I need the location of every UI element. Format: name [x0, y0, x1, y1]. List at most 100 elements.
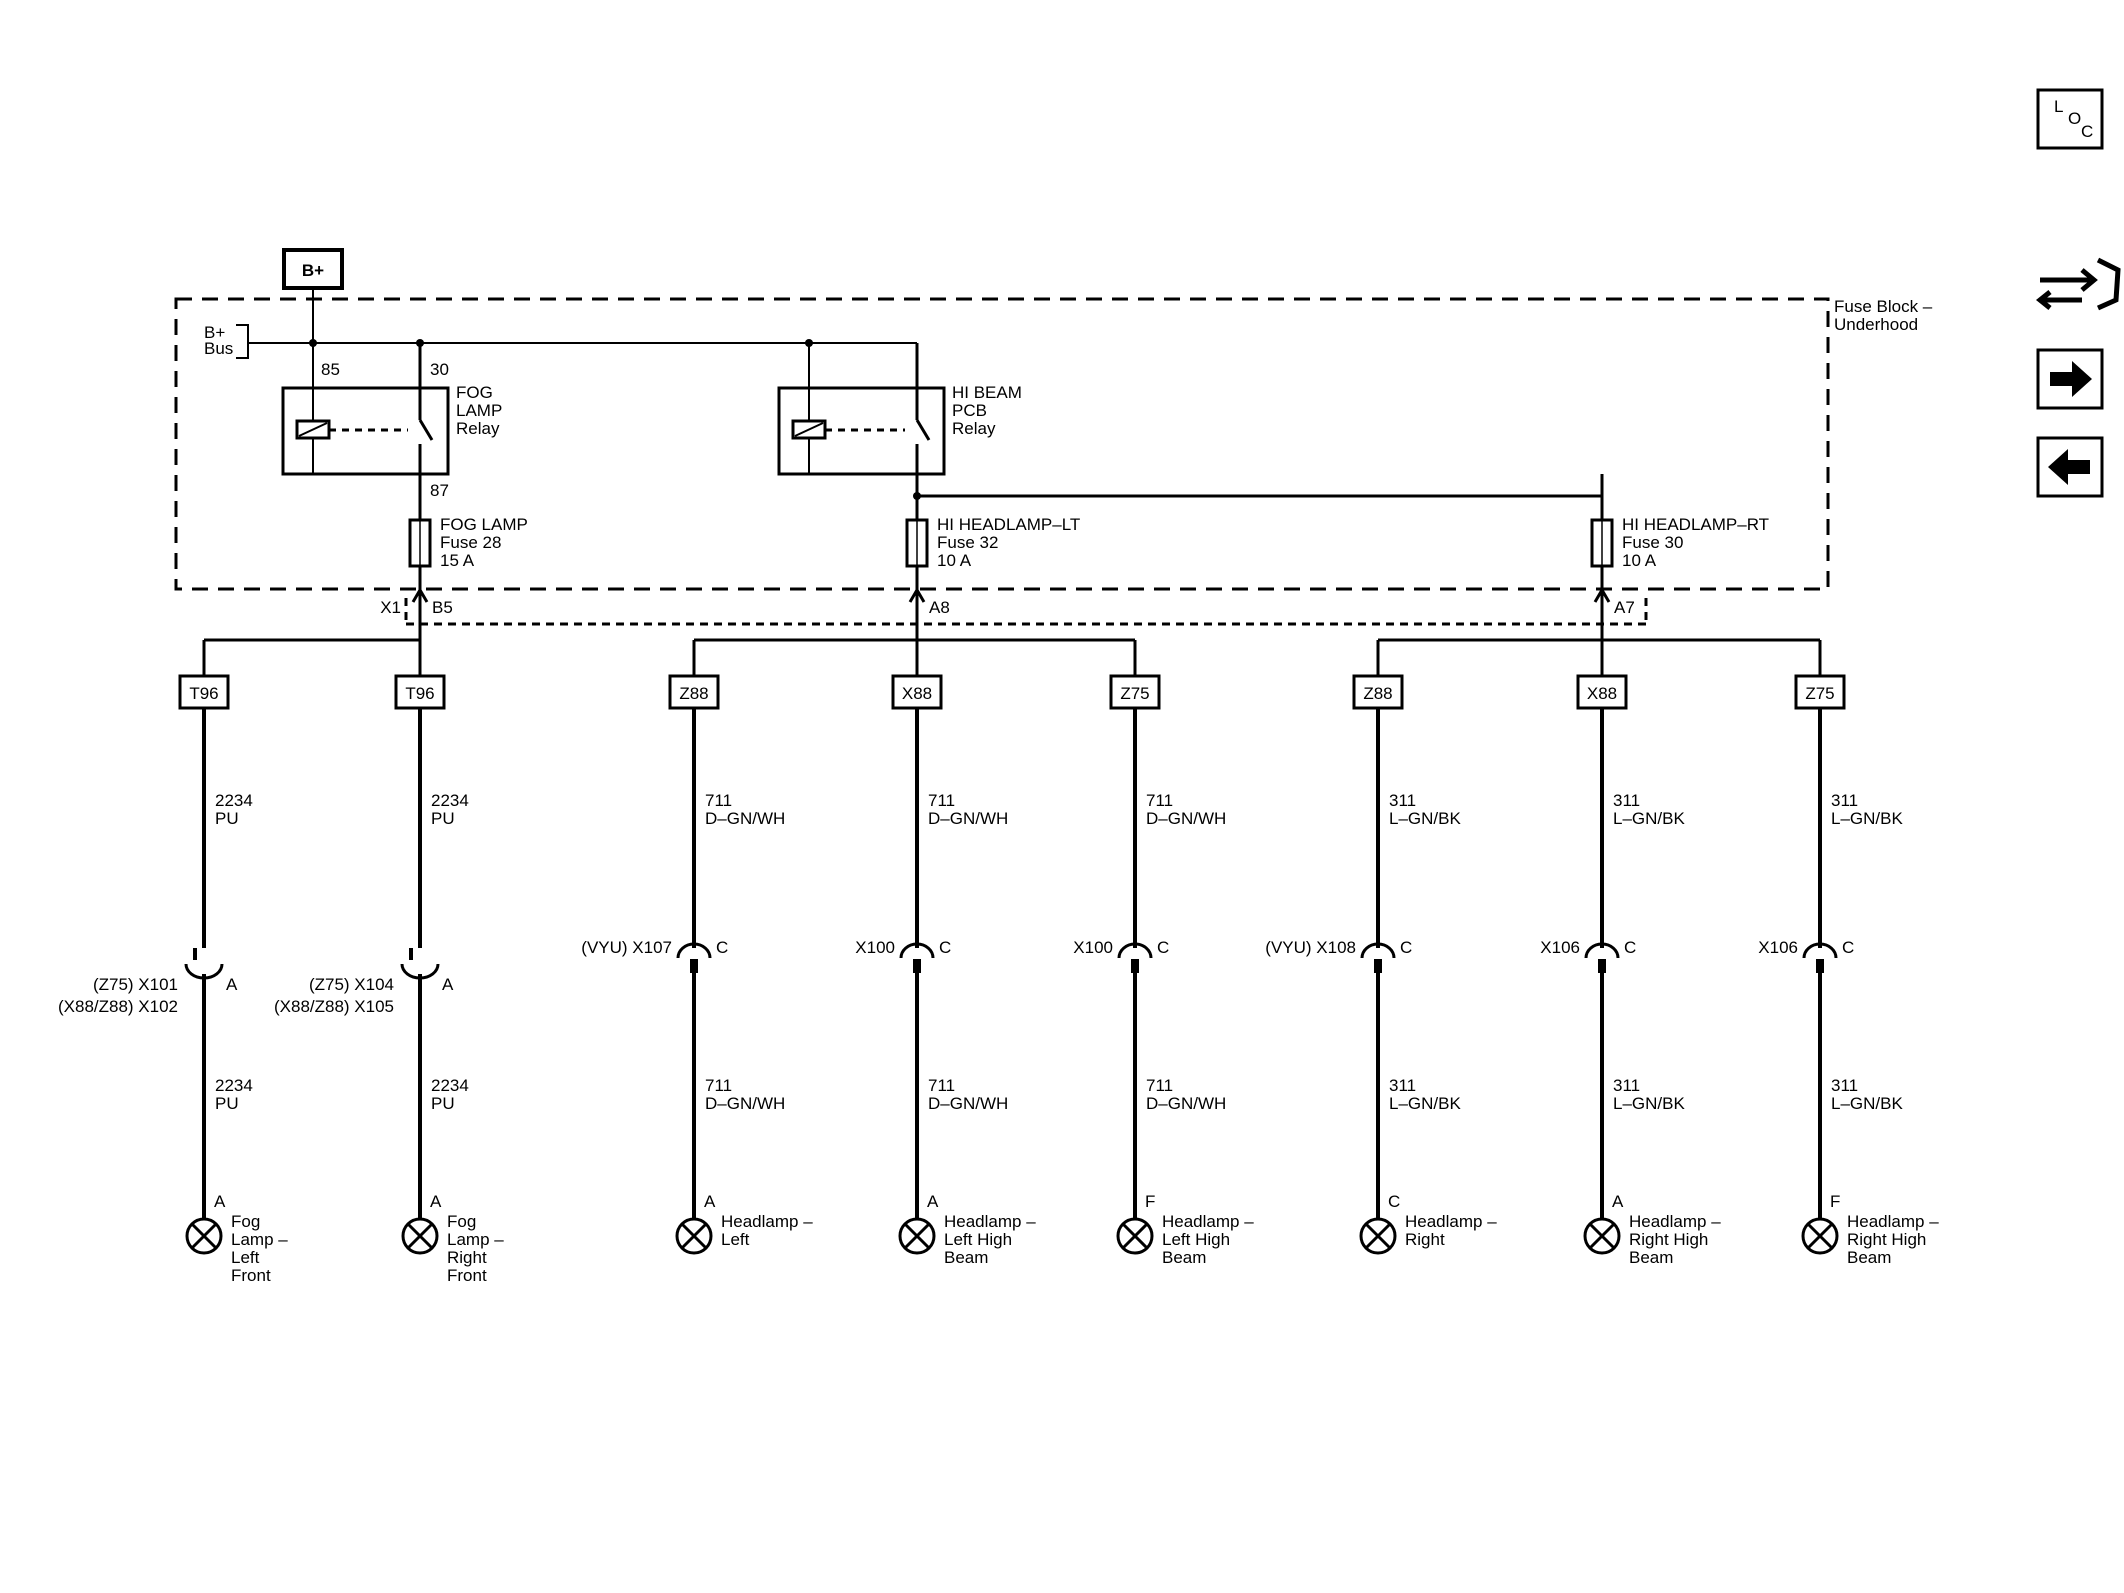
hibeam-relay-label: PCB [952, 401, 987, 420]
next-arrow-shape[interactable] [2050, 361, 2092, 397]
wire-label-lower: 711 [1146, 1076, 1173, 1095]
wire-label-lower: PU [431, 1094, 455, 1113]
option-box [178, 674, 230, 710]
wire-label-upper: L–GN/BK [1613, 809, 1685, 828]
fog-relay-pin-87: 87 [430, 481, 449, 500]
hibeam-relay-label: Relay [952, 419, 996, 438]
connector-label: (X88/Z88) X102 [58, 997, 178, 1016]
fog-relay-body [281, 386, 450, 476]
fog-relay-pin-85: 85 [321, 360, 340, 379]
lamp-pin-label: F [1830, 1192, 1840, 1211]
connector-label: X106 [1540, 938, 1580, 957]
connector-pin [1374, 959, 1382, 973]
hibeam-relay-body [777, 386, 946, 476]
lamp-label: Headlamp – [1405, 1212, 1497, 1231]
lamp-label: Headlamp – [721, 1212, 813, 1231]
connector-pin-label: C [1842, 938, 1854, 957]
fog-fuse-label: FOG LAMP [440, 515, 528, 534]
lamp-label: Fog [447, 1212, 476, 1231]
connector-pin [1598, 959, 1606, 973]
option-label: X88 [1587, 684, 1617, 703]
connector-icon-shape[interactable] [2035, 257, 2121, 311]
x1-pin-arrow [908, 587, 926, 603]
previous-arrow-icon[interactable] [2036, 436, 2104, 498]
lamp-pin-label: A [214, 1192, 226, 1211]
lamp-icon-cross [1121, 1222, 1149, 1250]
lamp-icon-cross [1588, 1222, 1616, 1250]
wire-label-upper: L–GN/BK [1831, 809, 1903, 828]
lamp-pin-label: F [1145, 1192, 1155, 1211]
loc-button[interactable]: LOC [2036, 88, 2104, 150]
wire-label-upper: L–GN/BK [1389, 809, 1461, 828]
lamp-label: Fog [231, 1212, 260, 1231]
lamp-label: Headlamp – [1629, 1212, 1721, 1231]
connector-label: X100 [855, 938, 895, 957]
lamp-label: Lamp – [231, 1230, 288, 1249]
previous-arrow-shape[interactable] [2048, 449, 2090, 485]
wire-label-lower: D–GN/WH [928, 1094, 1008, 1113]
connector-pin-label: A [442, 975, 454, 994]
wire-label-upper: 311 [1831, 791, 1858, 810]
wire-label-lower: D–GN/WH [1146, 1094, 1226, 1113]
option-label: Z75 [1120, 684, 1149, 703]
option-label: X88 [902, 684, 932, 703]
lamp-label: Left High [944, 1230, 1012, 1249]
wire-label-lower: PU [215, 1094, 239, 1113]
connector-pin-label: C [1400, 938, 1412, 957]
x1-pin-arrow [1593, 587, 1611, 603]
wire-label-upper: 711 [705, 791, 732, 810]
option-box [1109, 674, 1161, 710]
right-hi-fuse-label: 10 A [1622, 551, 1657, 570]
connector-pin-label: C [939, 938, 951, 957]
next-arrow-icon[interactable] [2036, 348, 2104, 410]
connector-pin [913, 959, 921, 973]
lamp-label: Front [447, 1266, 487, 1285]
lamp-label: Lamp – [447, 1230, 504, 1249]
connector-pin-label: C [1624, 938, 1636, 957]
connector-label: X100 [1073, 938, 1113, 957]
hibeam-relay-coil-diagonal [794, 422, 824, 437]
lamp-label: Right [1405, 1230, 1445, 1249]
lamp-label: Headlamp – [944, 1212, 1036, 1231]
connector-socket [676, 942, 712, 959]
bus-label: B+ [204, 323, 225, 342]
wire-label-upper: 2234 [215, 791, 253, 810]
fog-relay-coil-diagonal [298, 422, 328, 437]
lamp-icon-cross [1364, 1222, 1392, 1250]
lamp-pin-label: A [430, 1192, 442, 1211]
fog-relay-pin-30: 30 [430, 360, 449, 379]
wire-label-upper: 2234 [431, 791, 469, 810]
lamp-icon-cross [406, 1222, 434, 1250]
connector-label: (Z75) X101 [93, 975, 178, 994]
wire-label-upper: PU [215, 809, 239, 828]
wire-label-lower: L–GN/BK [1831, 1094, 1903, 1113]
wire-label-lower: D–GN/WH [705, 1094, 785, 1113]
wire-label-lower: 2234 [215, 1076, 253, 1095]
wire-label-upper: PU [431, 809, 455, 828]
fuse-block-outline [174, 297, 1830, 591]
lamp-label: Right [447, 1248, 487, 1267]
wire-label-lower: 311 [1831, 1076, 1858, 1095]
lamp-pin-label: C [1388, 1192, 1400, 1211]
loc-letter: O [2068, 109, 2081, 128]
wire-label-lower: L–GN/BK [1389, 1094, 1461, 1113]
lamp-label: Right High [1629, 1230, 1708, 1249]
wire-label-upper: 711 [928, 791, 955, 810]
connector-label: (VYU) X107 [581, 938, 672, 957]
loc-button-frame[interactable] [2036, 88, 2104, 150]
x1-pin-arrow [411, 587, 429, 603]
lamp-pin-label: A [704, 1192, 716, 1211]
connector-socket [1360, 942, 1396, 959]
fuse-block-label: Underhood [1834, 315, 1918, 334]
connector-pin-label: C [1157, 938, 1169, 957]
lamp-label: Beam [1847, 1248, 1891, 1267]
lamp-label: Left [231, 1248, 260, 1267]
hibeam-relay-switch-contact [915, 419, 931, 441]
right-hi-fuse-label: HI HEADLAMP–RT [1622, 515, 1769, 534]
connector-icon[interactable] [2035, 257, 2121, 311]
lamp-label: Headlamp – [1847, 1212, 1939, 1231]
